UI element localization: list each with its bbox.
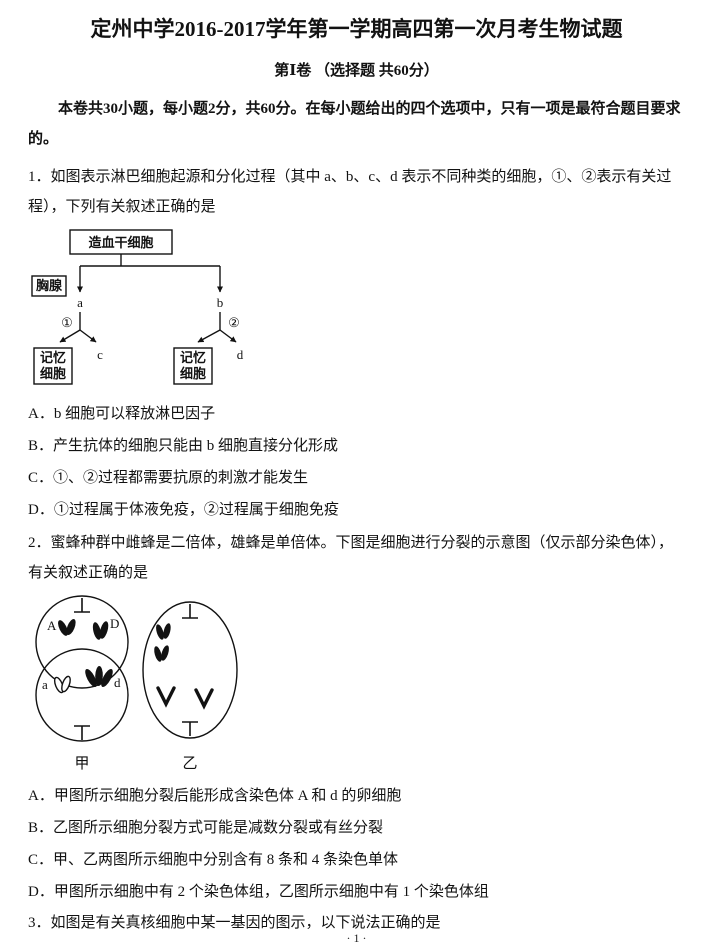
jia-chromosome-letters: A D a d [42,616,121,692]
memory-cell-left-line2: 细胞 [40,366,66,381]
question-1-number: 1． [28,169,51,185]
chr-label-a: a [42,677,48,692]
jia-chromosome-D-blob [92,621,109,640]
page-number: · 1 · [346,931,367,945]
question-2-number: 2． [28,535,51,551]
question-1-option-d: D．①过程属于体液免疫，②过程属于细胞免疫 [28,502,339,518]
memory-cell-box-right-border [173,347,213,385]
section-header: 第Ⅰ卷 （选择题 共60分） [274,63,439,79]
diagram-letter-labels: a b c d ① ② [61,295,244,362]
question-1-text: 如图表示淋巴细胞起源和分化过程（其中 a、b、c、d 表示不同种类的细胞，①、②… [28,169,672,215]
cell-yi-outline [142,601,238,739]
memory-cell-right-line1: 记忆 [180,350,206,365]
diagram-connector-lines [31,229,237,385]
question-2-option-c: C．甲、乙两图所示细胞中分别含有 8 条和 4 条染色单体 [28,852,399,868]
page-title: 定州中学2016-2017学年第一学期高四第一次月考生物试题 [90,17,623,41]
memory-cell-box-left-border [33,347,73,385]
memory-cell-right-line2: 细胞 [180,366,206,381]
question-2-option-b: B．乙图所示细胞分裂方式可能是减数分裂或有丝分裂 [28,820,384,836]
question-2-diagram: A D a d 甲 乙 [30,592,685,774]
yi-chromosome-pair-1 [156,623,171,640]
jia-chromosome-a-blob [53,675,71,694]
yi-chromosome-pair-2 [154,645,169,662]
exam-instructions: 本卷共30小题，每小题2分，共60分。在每小题给出的四个选项中，只有一项是最符合… [28,101,681,147]
process-1-label: ① [61,315,73,330]
question-1-stem: 1．如图表示淋巴细胞起源和分化过程（其中 a、b、c、d 表示不同种类的细胞，①… [28,162,685,222]
thymus-box-border [31,275,67,297]
question-3-number: 3． [28,915,51,931]
question-2-option-a: A．甲图所示细胞分裂后能形成含染色体 A 和 d 的卵细胞 [28,788,402,804]
chr-label-D: D [110,616,119,631]
question-3-stem: 3．如图是有关真核细胞中某一基因的图示，以下说法正确的是 [28,912,685,934]
question-1-option-a: A．b 细胞可以释放淋巴因子 [28,406,216,422]
spindle-pole-marks [74,598,198,740]
question-1-diagram: 造血干细胞 胸腺 记忆 细胞 记忆 细胞 a b c d ① ② [30,228,685,392]
cell-d-label: d [237,347,244,362]
cell-yi-label: 乙 [182,756,197,772]
question-3-text: 如图是有关真核细胞中某一基因的图示，以下说法正确的是 [50,915,441,931]
chr-label-d: d [114,675,121,690]
question-2-option-d: D．甲图所示细胞中有 2 个染色体组，乙图所示细胞中有 1 个染色体组 [28,884,489,900]
diagram-box-labels: 造血干细胞 胸腺 记忆 细胞 记忆 细胞 [36,235,206,381]
lymphocyte-differentiation-diagram: 造血干细胞 胸腺 记忆 细胞 记忆 细胞 a b c d ① ② [31,229,244,385]
cell-jia-label: 甲 [74,756,89,772]
process-2-label: ② [228,315,240,330]
question-2-stem: 2．蜜蜂种群中雌蜂是二倍体，雄蜂是单倍体。下图是细胞进行分裂的示意图（仅示部分染… [28,528,685,588]
thymus-label: 胸腺 [36,278,63,293]
question-2-text: 蜜蜂种群中雌蜂是二倍体，雄蜂是单倍体。下图是细胞进行分裂的示意图（仅示部分染色体… [28,535,674,581]
chr-label-A: A [47,618,57,633]
yi-chromosome-v-shapes [156,686,214,710]
question-1-option-b: B．产生抗体的细胞只能由 b 细胞直接分化形成 [28,438,339,454]
stem-cell-label: 造血干细胞 [88,235,153,250]
cell-jia-outline [35,595,129,742]
jia-chromosome-d-blob [85,666,113,688]
memory-cell-left-line1: 记忆 [40,350,66,365]
question-1-option-c: C．①、②过程都需要抗原的刺激才能发生 [28,470,309,486]
cell-name-labels: 甲 乙 [74,756,197,772]
cell-b-label: b [217,295,224,310]
jia-chromosome-A-blob [58,619,76,636]
cell-division-diagram: A D a d 甲 乙 [35,595,238,772]
cell-a-label: a [77,295,83,310]
cell-c-label: c [97,347,103,362]
